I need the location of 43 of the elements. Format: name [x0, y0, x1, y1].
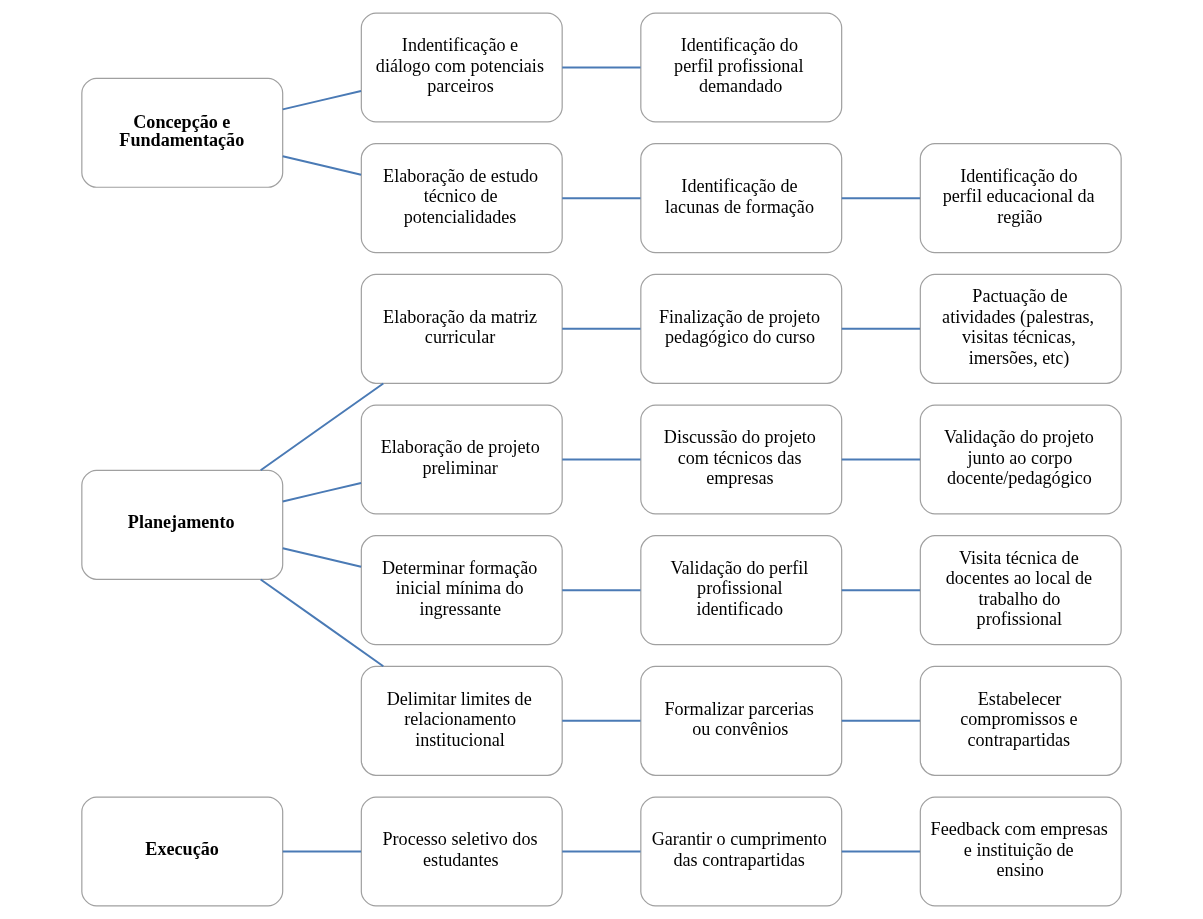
node-box: Elaboração da matriz curricular	[360, 273, 563, 384]
connector	[840, 589, 921, 592]
connector	[561, 66, 642, 69]
node-box: Identificação de lacunas de formação	[640, 143, 843, 254]
connector	[281, 482, 363, 503]
connector	[561, 719, 642, 722]
connector	[561, 197, 642, 200]
node-box: Elaboração de estudo técnico de potencialidades	[360, 143, 563, 254]
connector	[281, 850, 363, 853]
connector	[561, 850, 642, 853]
connector	[281, 547, 363, 568]
connector	[281, 90, 363, 111]
node-box: Validação do projeto junto ao corpo docente/pedagógico	[919, 404, 1122, 515]
node-box: Feedback com empresas e instituição de ensino	[919, 796, 1122, 907]
connector	[259, 578, 385, 668]
node-box: Identificação do perfil educacional da região	[919, 143, 1122, 254]
node-box: Execução	[81, 796, 284, 907]
node-box: Finalização de projeto pedagógico do curso	[640, 273, 843, 384]
connector	[840, 719, 921, 722]
connector	[281, 155, 363, 176]
node-box: Concepção e Fundamentação	[81, 77, 284, 188]
connector	[259, 382, 385, 472]
connector	[561, 458, 642, 461]
node-box: Processo seletivo dos estudantes	[360, 796, 563, 907]
node-box: Pactuação de atividades (palestras, visitas técnicas, imersões, etc)	[919, 273, 1122, 384]
connector	[840, 850, 921, 853]
node-box: Delimitar limites de relacionamento institucional	[360, 665, 563, 776]
node-box: Formalizar parcerias ou convênios	[640, 665, 843, 776]
node-box: Discussão do projeto com técnicos das empresas	[640, 404, 843, 515]
node-box: Identificação do perfil profissional demandado	[640, 12, 843, 123]
node-box: Validação do perfil profissional identificado	[640, 535, 843, 646]
node-box: Garantir o cumprimento das contrapartidas	[640, 796, 843, 907]
node-box: Planejamento	[81, 469, 284, 580]
connector	[561, 327, 642, 330]
node-box: Estabelecer compromissos e contrapartidas	[919, 665, 1122, 776]
connector	[840, 458, 921, 461]
connector	[840, 197, 921, 200]
node-box: Elaboração de projeto preliminar	[360, 404, 563, 515]
connector	[840, 327, 921, 330]
node-box: Determinar formação inicial mínima do ingressante	[360, 535, 563, 646]
node-box: Visita técnica de docentes ao local de trabalho do profissional	[919, 535, 1122, 646]
connector	[561, 589, 642, 592]
node-box: Indentificação e diálogo com potenciais parceiros	[360, 12, 563, 123]
